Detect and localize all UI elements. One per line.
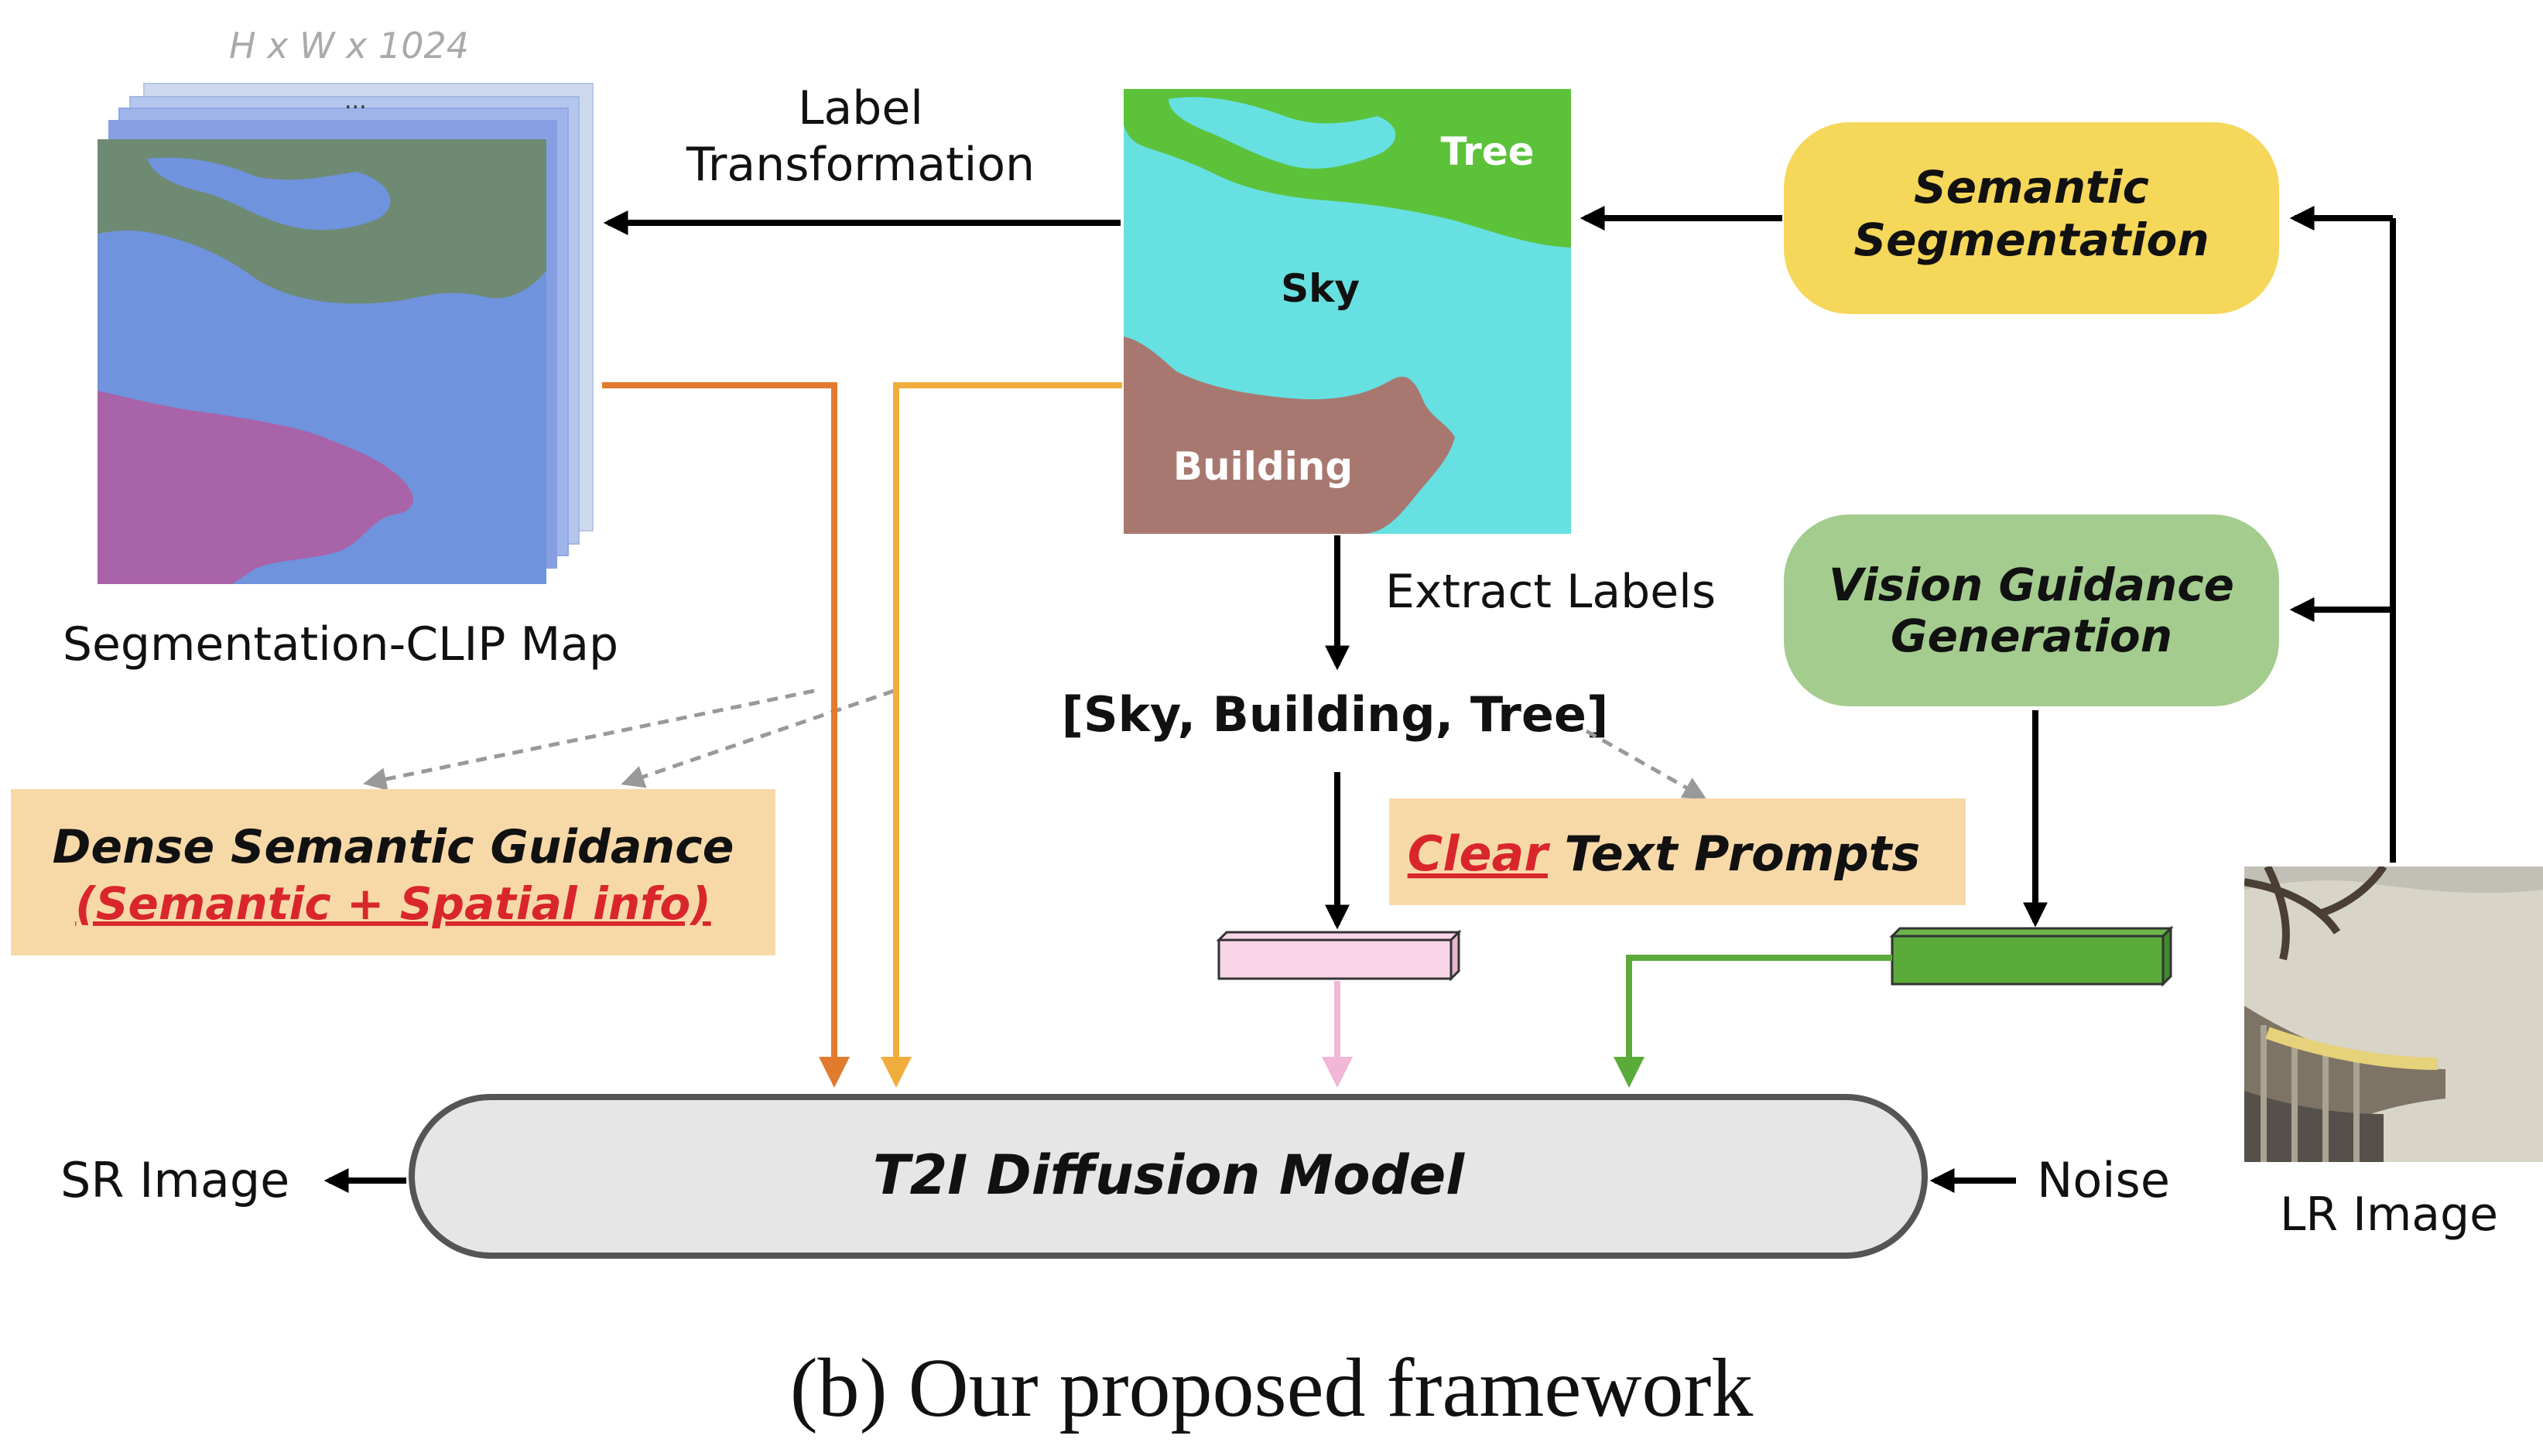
segclip-map-label: Segmentation-CLIP Map [63, 617, 618, 672]
lr-branch [2244, 866, 2387, 961]
semantic-segmentation-box [1784, 122, 2279, 314]
noise-label: Noise [2037, 1152, 2170, 1208]
extract-labels-text: Extract Labels [1385, 565, 1716, 619]
label-transform-line2: Transformation [686, 138, 1035, 192]
lr-image [2244, 866, 2543, 1162]
stack-blue-inlet [147, 157, 391, 231]
segmentation-image: Tree Sky Building [1124, 89, 1571, 534]
label-transform-line1: Label [798, 81, 923, 135]
dashed-arrow-seg-dense [621, 689, 895, 788]
seg-region-building: Building [1173, 444, 1353, 489]
text-prompts-rest: Text Prompts [1548, 825, 1920, 882]
tree-sky-patch [1169, 97, 1396, 169]
stack-magenta-region [98, 391, 413, 584]
stack-dots: ... [344, 87, 367, 114]
vision-embedding-block [1889, 925, 2174, 987]
diffusion-model-label: T2I Diffusion Model [873, 1143, 1465, 1207]
building-region [1124, 337, 1455, 534]
diffusion-model-box [409, 1094, 1928, 1259]
arrow-segclip-to-model [602, 382, 850, 1088]
text-prompts-box [1389, 798, 1966, 905]
dashed-arrow-labels-prompts [1585, 729, 1707, 799]
text-embedding-block [1216, 929, 1462, 982]
figure-caption: (b) Our proposed framework [790, 1342, 1754, 1434]
sr-image-label: SR Image [60, 1152, 289, 1208]
dense-guidance-subtitle: (Semantic + Spatial info) [75, 877, 710, 930]
seg-region-sky: Sky [1281, 266, 1360, 311]
arrow-vision-embedding-to-model [1614, 955, 1892, 1088]
arrow-seg-to-model [881, 382, 1122, 1088]
text-prompts-highlight: Clear [1408, 825, 1551, 882]
vision-guidance-box [1784, 514, 2279, 706]
label-list: [Sky, Building, Tree] [1062, 686, 1609, 743]
segclip-map-stack: ... [98, 83, 594, 584]
stack-dims-label: H x W x 1024 [229, 25, 469, 67]
text-prompts-text: Clear Text Prompts [1408, 825, 1921, 882]
dense-guidance-box [11, 789, 775, 955]
semantic-segmentation-line1: Semantic [1914, 161, 2149, 214]
lr-image-label: LR Image [2280, 1188, 2498, 1242]
dense-guidance-title: Dense Semantic Guidance [53, 820, 734, 874]
semantic-segmentation-line2: Segmentation [1853, 214, 2209, 266]
vision-guidance-line2: Generation [1891, 610, 2172, 662]
dashed-arrow-segclip-dense [363, 689, 815, 791]
seg-region-tree: Tree [1440, 129, 1534, 174]
vision-guidance-line1: Vision Guidance [1829, 559, 2234, 611]
stack-layer-front [98, 139, 546, 584]
